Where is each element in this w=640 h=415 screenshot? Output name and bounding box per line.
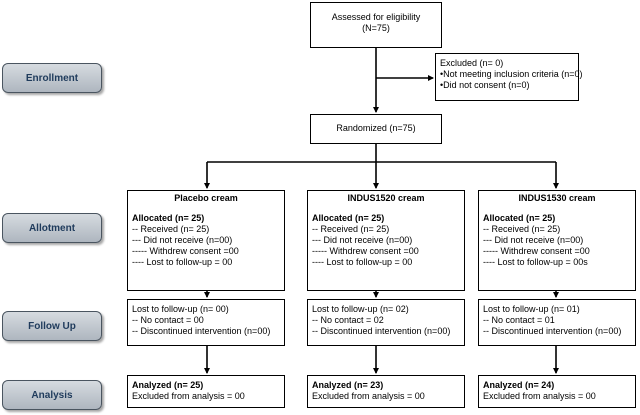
arm-3-excluded-analysis: Excluded from analysis = 00 [483, 391, 596, 401]
arm-1-lost-follow-up: Lost to follow-up (n= 00) [132, 304, 229, 314]
arm-1-allocated: Allocated (n= 25) [132, 213, 205, 223]
stage-follow-up-label: Follow Up [28, 320, 76, 332]
arm-3-follow-up-box: Lost to follow-up (n= 01) -- No contact … [478, 299, 636, 346]
arm-2-allocation-box: INDUS1520 cream Allocated (n= 25) -- Rec… [307, 190, 465, 291]
arm-2-follow-up-line: -- Discontinued intervention (n=00) [312, 326, 451, 336]
arm-3-allocation-line: ----- Withdrew consent =00 [483, 246, 590, 256]
arm-2-header: INDUS1520 cream [347, 193, 425, 203]
stage-follow-up: Follow Up [2, 311, 102, 341]
arm-2-allocation-line: -- Received (n= 25) [312, 224, 390, 234]
stage-analysis: Analysis [2, 380, 102, 410]
excluded-item: •Not meeting inclusion criteria (n=0) [440, 69, 583, 79]
arm-1-allocation-line: --- Did not receive (n=00) [132, 235, 233, 245]
arm-1-allocation-box: Placebo cream Allocated (n= 25) -- Recei… [127, 190, 285, 291]
stage-enrollment: Enrollment [2, 63, 102, 93]
assessed-box: Assessed for eligibility (N=75) [310, 2, 442, 48]
arm-1-follow-up-box: Lost to follow-up (n= 00) -- No contact … [127, 299, 285, 346]
randomized-box: Randomized (n=75) [310, 114, 442, 144]
arm-2-follow-up-line: -- No contact = 02 [312, 315, 384, 325]
arm-2-excluded-analysis: Excluded from analysis = 00 [312, 391, 425, 401]
arm-3-lost-follow-up: Lost to follow-up (n= 01) [483, 304, 580, 314]
arm-3-allocation-line: ---- Lost to follow-up = 00s [483, 257, 588, 267]
arm-2-analyzed: Analyzed (n= 23) [312, 380, 384, 390]
arm-1-allocation-line: -- Received (n= 25) [132, 224, 210, 234]
arm-3-allocation-box: INDUS1530 cream Allocated (n= 25) -- Rec… [478, 190, 636, 291]
stage-analysis-label: Analysis [31, 389, 73, 401]
arm-3-follow-up-line: -- No contact = 01 [483, 315, 555, 325]
arm-1-follow-up-line: -- Discontinued intervention (n=00) [132, 326, 271, 336]
arm-3-analysis-box: Analyzed (n= 24) Excluded from analysis … [478, 375, 636, 408]
arm-3-follow-up-line: -- Discontinued intervention (n=00) [483, 326, 622, 336]
stage-allotment: Allotment [2, 213, 102, 243]
excluded-item: •Did not consent (n=0) [440, 80, 530, 90]
arm-1-analysis-box: Analyzed (n= 25) Excluded from analysis … [127, 375, 285, 408]
arm-2-follow-up-box: Lost to follow-up (n= 02) -- No contact … [307, 299, 465, 346]
arm-3-analyzed: Analyzed (n= 24) [483, 380, 555, 390]
arm-3-allocated: Allocated (n= 25) [483, 213, 556, 223]
arm-1-follow-up-line: -- No contact = 00 [132, 315, 204, 325]
arm-2-allocation-line: ---- Lost to follow-up = 00 [312, 257, 413, 267]
arm-2-analysis-box: Analyzed (n= 23) Excluded from analysis … [307, 375, 465, 408]
arm-1-allocation-line: ---- Lost to follow-up = 00 [132, 257, 233, 267]
excluded-box: Excluded (n= 0) •Not meeting inclusion c… [435, 53, 583, 101]
arm-3-header: INDUS1530 cream [518, 193, 596, 203]
randomized-count: Randomized (n=75) [336, 123, 416, 133]
assessed-count: (N=75) [362, 23, 390, 33]
arm-1-excluded-analysis: Excluded from analysis = 00 [132, 391, 245, 401]
arm-3-allocation-line: -- Received (n= 25) [483, 224, 561, 234]
arm-1-analyzed: Analyzed (n= 25) [132, 380, 204, 390]
stage-enrollment-label: Enrollment [25, 72, 79, 84]
arm-2-allocation-line: --- Did not receive (n=00) [312, 235, 413, 245]
arm-1-allocation-line: ----- Withdrew consent =00 [132, 246, 239, 256]
arm-2-lost-follow-up: Lost to follow-up (n= 02) [312, 304, 409, 314]
arm-2-allocation-line: ----- Withdrew consent =00 [312, 246, 419, 256]
arm-2-allocated: Allocated (n= 25) [312, 213, 385, 223]
arm-3-allocation-line: --- Did not receive (n=00) [483, 235, 584, 245]
assessed-title: Assessed for eligibility [331, 12, 421, 22]
stage-allotment-label: Allotment [28, 222, 76, 234]
arm-1-header: Placebo cream [174, 193, 238, 203]
excluded-title: Excluded (n= 0) [440, 58, 504, 68]
